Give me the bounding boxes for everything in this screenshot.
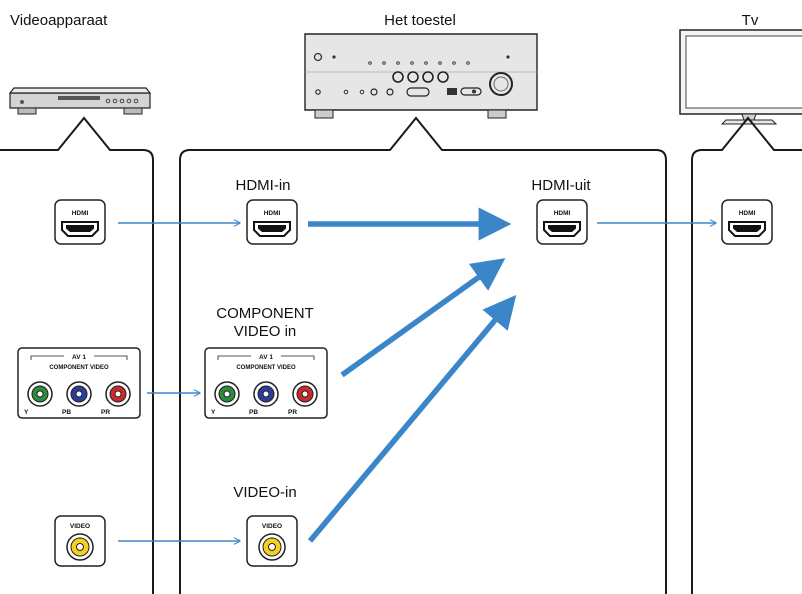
component-in-label-line2: VIDEO in [234, 323, 297, 340]
source-panel [0, 116, 154, 594]
y-label: Y [24, 409, 29, 416]
source-device-title: Videoapparaat [10, 12, 108, 29]
tv-panel [691, 116, 802, 594]
component-signal-arrow [340, 258, 506, 378]
tv-icon [679, 29, 802, 125]
hdmi-port-label: HDMI [264, 210, 281, 217]
component-video-label: COMPONENT VIDEO [49, 365, 109, 371]
hdmi-out-label: HDMI-uit [531, 177, 591, 194]
av-receiver-icon [304, 33, 538, 119]
component-video-in-port: AV 1 COMPONENT VIDEO Y PB PR [204, 347, 328, 419]
av1-label: AV 1 [72, 354, 86, 361]
receiver-title: Het toestel [384, 12, 456, 29]
hdmi-in-label: HDMI-in [236, 177, 291, 194]
hdmi-out-port: HDMI [536, 199, 588, 245]
pb-label: PB [62, 409, 71, 416]
pr-label: PR [101, 409, 110, 416]
video-in-label: VIDEO-in [233, 484, 296, 501]
video-port-label: VIDEO [70, 523, 90, 530]
pb-label: PB [249, 409, 258, 416]
component-video-label: COMPONENT VIDEO [236, 365, 296, 371]
video-in-port: VIDEO [246, 515, 298, 567]
hdmi-in-port: HDMI [246, 199, 298, 245]
video-port-label: VIDEO [262, 523, 282, 530]
pr-label: PR [288, 409, 297, 416]
hdmi-port-source: HDMI [54, 199, 106, 245]
hdmi-port-tv: HDMI [721, 199, 773, 245]
av1-label: AV 1 [259, 354, 273, 361]
tv-title: Tv [742, 12, 759, 29]
component-in-label-line1: COMPONENT [216, 305, 314, 322]
hdmi-port-label: HDMI [554, 210, 571, 217]
video-signal-arrow [307, 294, 517, 543]
video-player-icon [8, 87, 152, 115]
hdmi-port-label: HDMI [739, 210, 756, 217]
hdmi-port-label: HDMI [72, 210, 89, 217]
y-label: Y [211, 409, 216, 416]
video-port-source: VIDEO [54, 515, 106, 567]
component-port-source: AV 1 COMPONENT VIDEO Y PB PR [17, 347, 141, 419]
receiver-panel [179, 116, 667, 594]
